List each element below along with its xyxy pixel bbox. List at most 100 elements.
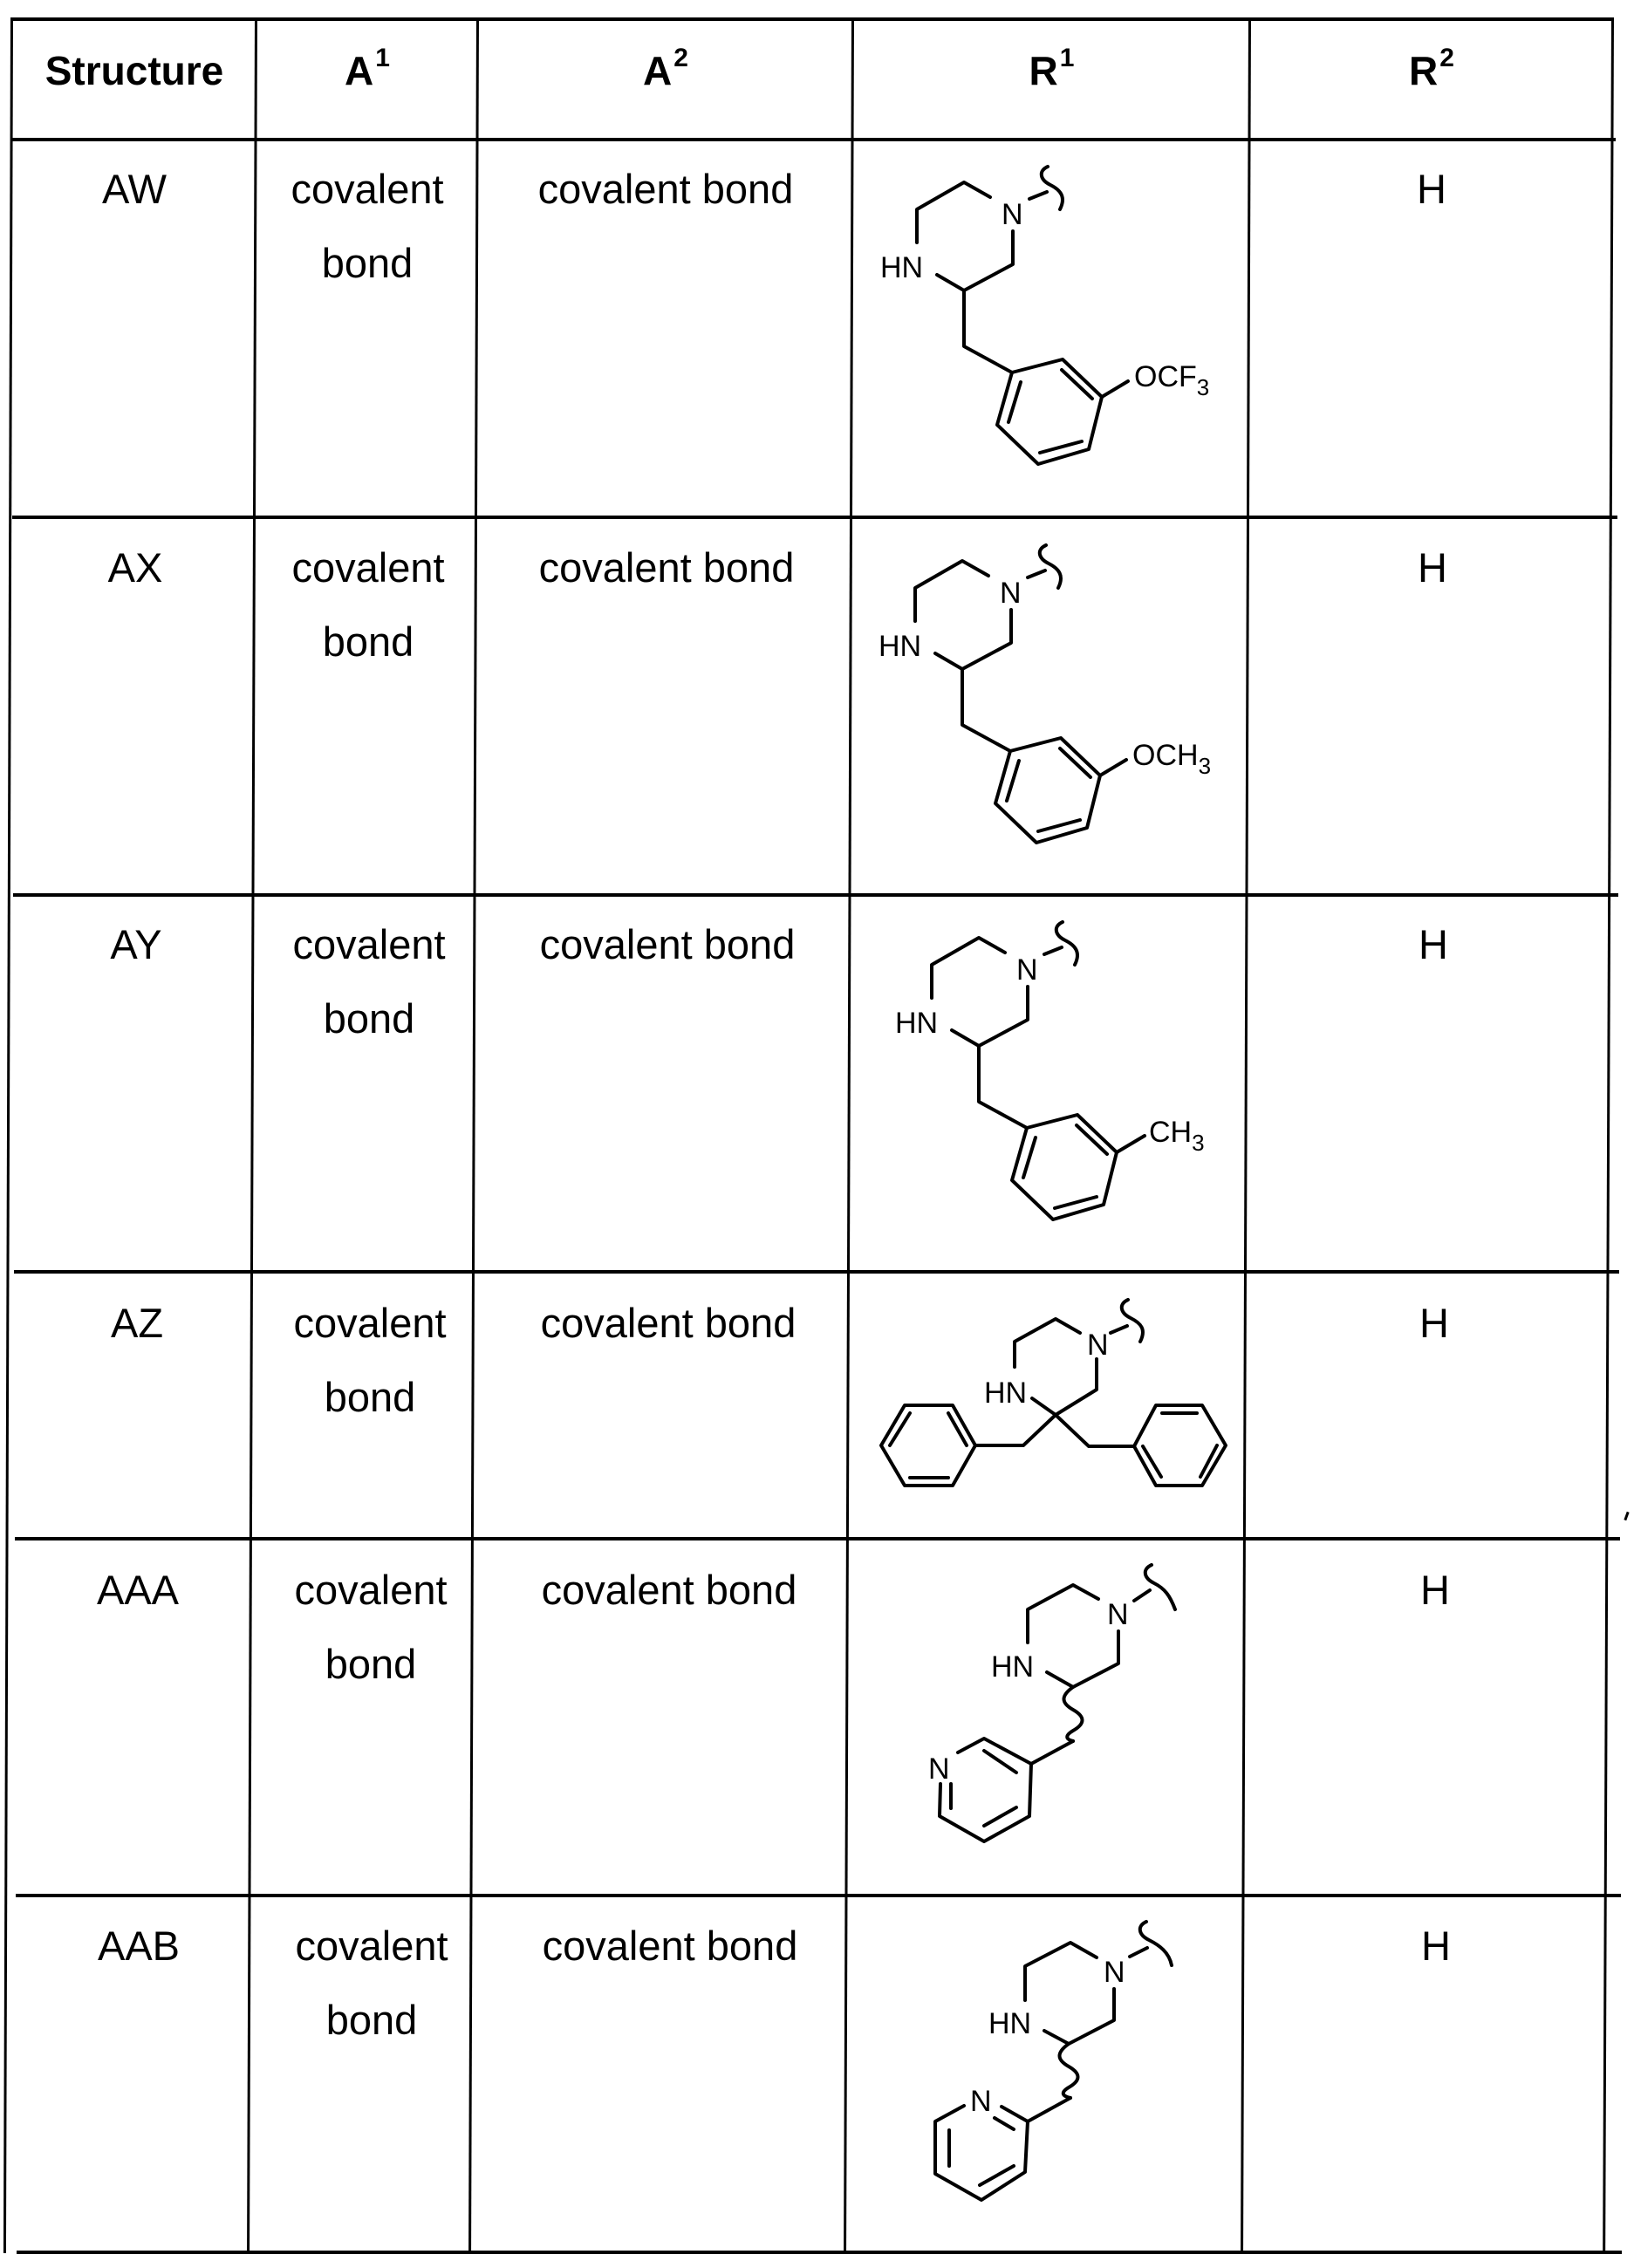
row-az-structure: AZ — [110, 1300, 164, 1346]
hn-label: HN — [880, 251, 923, 284]
header-r2-label: R — [1409, 48, 1439, 93]
n4-label: N — [1107, 1598, 1129, 1631]
row-ax-structure: AX — [107, 544, 163, 591]
row-divider-ay-az — [14, 1270, 1619, 1274]
hn-label: HN — [895, 1007, 938, 1040]
row-divider-ax-ay — [13, 893, 1618, 897]
row-ax-a2: covalent bond — [538, 544, 795, 591]
row-ay-r1-structure: N HN CH3 — [895, 920, 1205, 1221]
row-aaa-r1-structure: N HN N — [928, 1563, 1177, 1843]
stereo-wavy-bond — [1029, 1685, 1084, 1766]
piperazine-ring: N HN — [880, 181, 1023, 292]
row-aaa-r2: H — [1420, 1567, 1450, 1613]
attachment-wavy-bond — [1132, 1563, 1177, 1611]
row-divider-aaa-aab — [16, 1894, 1621, 1897]
row-ay-r2: H — [1419, 921, 1448, 967]
n4-label: N — [1104, 1956, 1125, 1989]
row-aaa-a1: covalent bond — [260, 1553, 482, 1701]
header-bottom-border — [10, 138, 1616, 141]
piperazine-ring: N HN — [879, 559, 1022, 671]
row-az-a1-line2: bond — [324, 1374, 416, 1420]
row-ax-a1: covalent bond — [257, 530, 479, 679]
row-az-r2: H — [1419, 1300, 1449, 1346]
table-left-border — [3, 17, 13, 2253]
row-divider-az-aaa — [15, 1537, 1620, 1540]
row-aw-r1-structure: N HN OCF3 — [880, 165, 1209, 466]
pyridin-3-yl-ring: N — [928, 1737, 1033, 1843]
attachment-wavy-bond — [1109, 1298, 1145, 1343]
row-az-a2: covalent bond — [540, 1300, 796, 1346]
right-benzyl-group — [1054, 1404, 1227, 1487]
n4-label: N — [1000, 577, 1022, 610]
row-ay-structure: AY — [110, 921, 162, 967]
row-aaa-a1-line1: covalent — [294, 1567, 448, 1613]
n4-label: N — [1016, 953, 1038, 987]
piperazine-ring: N HN — [984, 1317, 1109, 1417]
pyridin-2-yl-ring: N — [933, 2085, 1029, 2202]
col-divider-r1-r2 — [1241, 17, 1251, 2253]
row-aab-structure: AAB — [97, 1923, 181, 1969]
row-aaa-structure: AAA — [96, 1567, 180, 1613]
header-a1: A1 — [256, 45, 478, 93]
left-benzyl-group — [879, 1404, 1057, 1487]
ocf3-label: OCF3 — [1134, 360, 1209, 400]
row-aab-a1-line2: bond — [325, 1997, 418, 2043]
row-aab-a1-line1: covalent — [295, 1923, 448, 1969]
piperazine-ring: N HN — [991, 1583, 1129, 1689]
row-aw-r2: H — [1417, 166, 1446, 212]
row-az-a1: covalent bond — [259, 1286, 481, 1434]
hn-label: HN — [991, 1650, 1034, 1684]
row-aaa-a2: covalent bond — [541, 1567, 797, 1613]
row-az-a1-line1: covalent — [293, 1300, 447, 1346]
attachment-wavy-bond — [1028, 165, 1064, 211]
n4-label: N — [1002, 198, 1023, 231]
row-ax-a1-line2: bond — [322, 618, 414, 665]
row-aab-r2: H — [1421, 1923, 1451, 1969]
row-ay-a2: covalent bond — [539, 921, 796, 967]
header-a1-label: A — [345, 48, 374, 93]
row-ay-a1-line2: bond — [323, 995, 415, 1042]
piperazine-ring: N HN — [895, 936, 1038, 1048]
piperazine-ring: N HN — [988, 1941, 1125, 2046]
header-r2-superscript: 2 — [1439, 44, 1454, 72]
header-r1-label: R — [1029, 48, 1058, 93]
benzyl-group: OCH3 — [961, 667, 1211, 844]
attachment-wavy-bond — [1128, 1920, 1173, 1967]
header-a2-superscript: 2 — [673, 44, 688, 72]
row-aab-a2: covalent bond — [542, 1923, 798, 1969]
header-a1-superscript: 1 — [375, 44, 390, 72]
table-bottom-border — [17, 2251, 1622, 2254]
row-aaa-a1-line2: bond — [325, 1641, 417, 1687]
benzyl-group: CH3 — [977, 1044, 1205, 1221]
hn-label: HN — [988, 2007, 1031, 2040]
row-aw-a1: covalent bond — [256, 152, 478, 300]
row-aw-a1-line1: covalent — [291, 166, 444, 212]
row-aw-structure: AW — [102, 166, 167, 212]
row-ax-a1-line1: covalent — [291, 544, 445, 591]
row-ax-r1-structure: N HN OCH3 — [879, 543, 1211, 844]
header-r2: R2 — [1250, 45, 1613, 93]
ch3-label: CH3 — [1149, 1116, 1205, 1156]
attachment-wavy-bond — [1043, 920, 1079, 967]
row-aw-a2: covalent bond — [537, 166, 794, 212]
hn-label: HN — [984, 1377, 1027, 1410]
row-az-r1-structure: N HN — [879, 1298, 1227, 1487]
pyridine-n-label: N — [970, 2085, 992, 2118]
row-ax-r2: H — [1418, 544, 1447, 591]
header-structure: Structure — [12, 51, 256, 91]
stereo-wavy-bond — [1026, 2042, 1080, 2123]
header-r1-superscript: 1 — [1059, 44, 1075, 72]
table-top-border — [10, 17, 1614, 21]
row-aab-a1: covalent bond — [261, 1909, 482, 2057]
row-aab-r1-structure: N HN N — [933, 1920, 1173, 2202]
header-r1: R1 — [853, 45, 1250, 93]
header-a2: A2 — [478, 45, 853, 93]
hn-label: HN — [879, 630, 921, 663]
header-a2-label: A — [643, 48, 673, 93]
attachment-wavy-bond — [1026, 543, 1063, 590]
row-divider-aw-ax — [12, 516, 1617, 519]
benzyl-group: OCF3 — [962, 289, 1209, 466]
row-ay-a1: covalent bond — [258, 907, 480, 1055]
row-aw-a1-line2: bond — [321, 240, 414, 286]
